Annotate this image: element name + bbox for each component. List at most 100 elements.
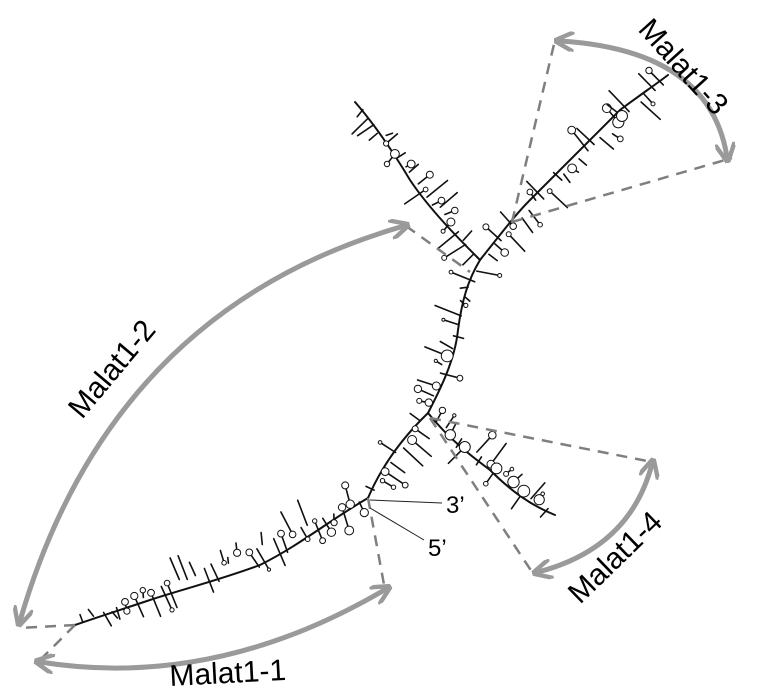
five-prime-leader: [369, 507, 425, 541]
rna-hairpin-stem: [177, 554, 189, 581]
rna-internal-loop: [567, 163, 577, 174]
rna-hairpin-loop: [452, 413, 457, 418]
rna-hairpin-stem: [188, 561, 197, 577]
rna-hairpin-loop: [425, 170, 434, 179]
rna-internal-loop: [163, 579, 171, 587]
rna-hairpin-loop: [304, 536, 311, 543]
rna-internal-loop: [390, 149, 400, 159]
three-prime-leader: [369, 499, 443, 504]
rna-hairpin-loop: [326, 527, 337, 537]
rna-internal-loop: [130, 591, 139, 601]
rna-internal-loop: [616, 110, 628, 122]
rna-hairpin-loop: [406, 159, 416, 169]
rna-internal-loop: [424, 398, 433, 407]
rna-internal-loop: [503, 470, 510, 477]
rna-hairpin-loop: [441, 317, 446, 322]
rna-internal-loop: [380, 467, 390, 477]
rna-hairpin-stem: [409, 412, 421, 422]
rna-internal-loop: [507, 475, 520, 489]
rna-internal-loop: [446, 217, 456, 227]
rna-hairpin-stem: [79, 613, 84, 623]
rna-hairpin-loop: [567, 125, 577, 135]
rna-hairpin-loop: [483, 480, 489, 487]
boundary-3-left: [510, 39, 557, 223]
rna-hairpin-loop: [139, 587, 147, 594]
rna-hairpin-loop: [437, 196, 446, 205]
rna-hairpin-stem: [439, 191, 459, 208]
rna-hairpin-stem: [452, 334, 465, 340]
rna-hairpin-loop: [266, 567, 272, 572]
rna-internal-loop: [233, 548, 242, 557]
rna-hairpin-stem: [402, 447, 424, 467]
rna-hairpin-loop: [330, 519, 338, 527]
rna-hairpin-stem: [475, 456, 483, 466]
rna-hairpin-stem: [351, 118, 369, 135]
rna-internal-loop: [379, 478, 386, 484]
rna-hairpin-loop: [537, 221, 543, 228]
rna-internal-loop: [221, 560, 227, 566]
rna-hairpin-stem: [578, 158, 588, 166]
rna-internal-loop: [533, 494, 545, 506]
label-malat1-1: Malat1-1: [169, 654, 287, 693]
rna-internal-loop: [345, 499, 355, 509]
rna-hairpin-stem: [599, 136, 615, 150]
rna-hairpin-loop: [451, 206, 459, 215]
rna-internal-loop: [121, 598, 129, 606]
rna-hairpin-stem: [521, 217, 534, 234]
rna-hairpin-loop: [390, 484, 397, 490]
rna-hairpin-stem: [443, 243, 467, 259]
rna-internal-loop: [337, 503, 347, 512]
rna-hairpin-loop: [377, 440, 383, 445]
rna-internal-loop: [383, 140, 390, 147]
rna-hairpin-loop: [448, 269, 454, 275]
region-arrow-malat1-1: [40, 589, 386, 668]
rna-hairpin-stem: [434, 304, 463, 317]
rna-internal-loop: [505, 231, 512, 238]
rna-hairpin-stem: [408, 163, 420, 173]
rna-hairpin-stem: [426, 179, 449, 198]
rna-hairpin-stem: [528, 209, 541, 226]
rna-hairpin-stem: [111, 611, 119, 619]
rna-internal-loop: [245, 548, 254, 557]
rna-hairpin-loop: [413, 384, 423, 394]
rna-hairpin-stem: [210, 563, 220, 583]
label-malat1-3: Malat1-3: [632, 13, 735, 122]
rna-hairpin-stem: [637, 72, 656, 92]
rna-hairpin-loop: [456, 374, 464, 382]
rna-hairpin-stem: [442, 318, 459, 326]
rna-hairpin-stem: [296, 499, 309, 527]
rna-hairpin-stem: [379, 441, 397, 454]
rna-hairpin-stem: [439, 340, 454, 350]
rna-hairpin-stem: [260, 531, 264, 546]
rna-hairpin-loop: [500, 248, 510, 257]
rna-hairpin-stem: [562, 173, 571, 184]
rna-hairpin-stem: [390, 461, 406, 474]
region-arrows: [20, 41, 727, 668]
rna-internal-loop: [546, 188, 553, 195]
region-arrow-malat1-2: [20, 226, 404, 621]
rna-internal-loop: [509, 222, 518, 230]
rna-hairpin-loop: [482, 223, 490, 231]
rna-hairpin-stem: [227, 556, 230, 565]
rna-hairpin-stem: [576, 127, 595, 146]
rna-internal-loop: [431, 381, 441, 391]
rna-hairpin-stem: [169, 557, 181, 581]
three-prime-label: 3’: [446, 492, 465, 519]
rna-hairpin-stem: [87, 608, 95, 618]
rna-hairpin-loop: [645, 66, 653, 75]
rna-internal-loop: [288, 530, 297, 539]
rna-hairpin-loop: [441, 254, 448, 261]
rna-stem-lower-left-arm: [74, 497, 369, 626]
region-arrow-malat1-3: [560, 41, 727, 157]
rna-hairpin-loop: [616, 135, 624, 143]
rna-hairpin-loop: [497, 273, 503, 278]
rna-hairpin-stem: [552, 171, 563, 181]
rna-ends: 3’ 5’: [369, 492, 465, 562]
rna-hairpin-loop: [509, 466, 515, 472]
rna-internal-loop: [490, 462, 503, 475]
rna-hairpin-stem: [459, 286, 469, 290]
rna-hairpin-stem: [548, 190, 569, 209]
rna-hairpins: [79, 66, 665, 627]
rna-hairpin-stem: [488, 253, 499, 262]
rna-hairpin-stem: [403, 188, 427, 205]
